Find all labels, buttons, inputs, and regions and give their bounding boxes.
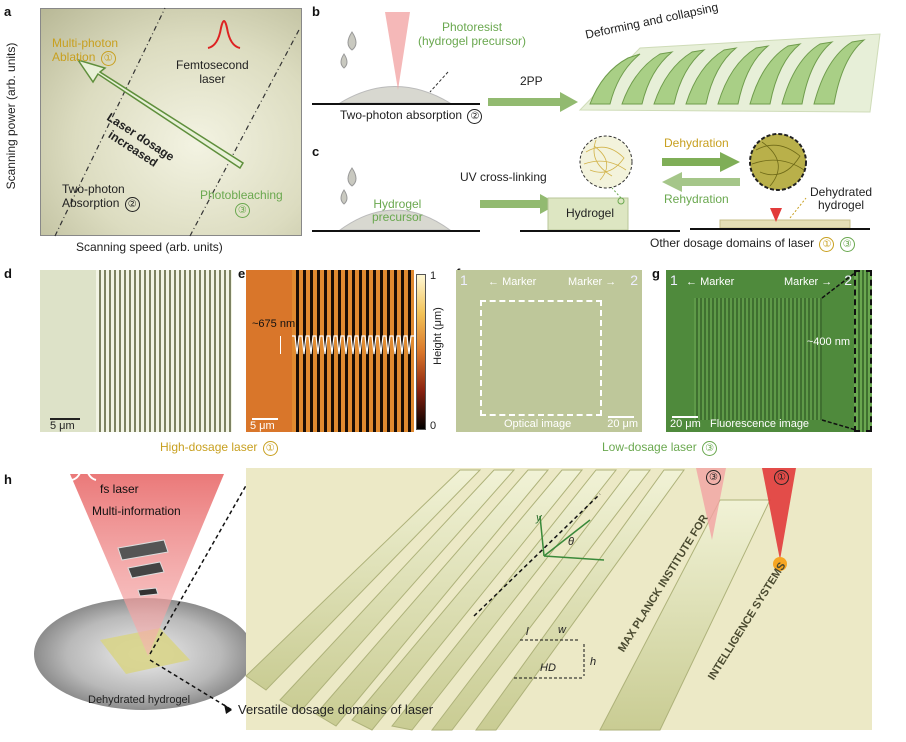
panel-b-label: b — [312, 4, 320, 19]
colorbar-max: 1 — [430, 270, 437, 282]
axis-y-label: y — [536, 512, 542, 524]
dim-hd: HD — [540, 662, 556, 674]
colorbar-min: 0 — [430, 420, 437, 432]
region-laser: Femtosecond laser — [176, 58, 249, 86]
panel-f-caption: Optical image — [504, 418, 572, 430]
marker-left-num-f: 1 — [460, 272, 468, 288]
deform-label: Deforming and collapsing — [584, 0, 720, 42]
panel-a-label: a — [4, 4, 12, 19]
panel-c-label: c — [312, 144, 320, 159]
panel-d-scale: 5 μm — [50, 420, 75, 432]
panel-g-label: g — [652, 266, 660, 281]
engraved-line-2: INTELLIGENCE SYSTEMS — [706, 560, 789, 683]
panel-f-scale: 20 μm — [607, 418, 638, 430]
colorbar — [416, 274, 426, 430]
panel-a-xlabel: Scanning speed (arb. units) — [76, 240, 223, 254]
panel-e-scale: 5 μm — [250, 420, 275, 432]
marker-left-num-g: 1 — [670, 272, 678, 288]
colorbar-label: Height (μm) — [432, 307, 444, 365]
panel-e-afm: 5 μm — [246, 270, 414, 432]
line-width-label: ~400 nm — [806, 336, 850, 348]
hydrogel-label: Hydrogel — [566, 206, 615, 220]
panel-f-image: 1 ← Marker Marker → 2 Optical image 20 μ… — [456, 270, 642, 432]
panel-e-label: e — [238, 266, 246, 281]
panel-a-ylabel: Scanning power (arb. units) — [4, 42, 18, 190]
panel-d-image: 5 μm — [40, 270, 232, 432]
fs-laser-label: fs laser — [100, 482, 139, 496]
panel-c-caption: Other dosage domains of laser ① ③ — [650, 236, 855, 252]
engraved-line-1: MAX PLANCK INSTITUTE FOR — [616, 512, 711, 655]
dehydrated-label: Dehydrated hydrogel — [810, 185, 873, 212]
marker-right-num-g: 2 — [844, 272, 852, 288]
marker-left-g: ← Marker — [686, 276, 735, 288]
beam-3-label: ③ — [704, 470, 721, 485]
afm-depth-label: ~675 nm — [252, 318, 296, 330]
dehydrated-hydrogel-label: Dehydrated hydrogel — [88, 694, 191, 706]
panel-g-image: 1 ← Marker Marker → 2 ~400 nm Fluorescen… — [666, 270, 872, 432]
rehydration-label: Rehydration — [664, 192, 729, 206]
multi-info-label: Multi-information — [92, 504, 181, 518]
region-absorption: Two-photon Absorption ② — [62, 182, 140, 212]
high-dosage-caption: High-dosage laser ① — [160, 440, 278, 456]
precursor-label: Hydrogel precursor — [372, 197, 423, 224]
panel-b-caption: Two-photon absorption ② — [340, 108, 483, 124]
panel-h-label: h — [4, 472, 12, 487]
photoresist-label: Photoresist (hydrogel precursor) — [418, 20, 527, 48]
region-bleaching: Photobleaching ③ — [200, 188, 283, 218]
marker-left-f: ← Marker — [488, 276, 537, 288]
panel-g-scale: 20 μm — [670, 418, 701, 430]
theta-label: θ — [568, 536, 574, 548]
low-dosage-caption: Low-dosage laser ③ — [602, 440, 718, 456]
afm-profile — [292, 335, 414, 355]
zoom-lines — [821, 271, 857, 431]
panel-g-caption: Fluorescence image — [710, 418, 810, 430]
region-ablation: Multi-photon Ablation ① — [52, 36, 119, 66]
dim-l: l — [526, 626, 529, 638]
marker-right-g: Marker → — [784, 276, 833, 288]
panel-d-label: d — [4, 266, 12, 281]
marker-right-num-f: 2 — [630, 272, 638, 288]
dim-w: w — [558, 624, 566, 636]
dim-h: h — [590, 656, 597, 668]
versatile-label: Versatile dosage domains of laser — [238, 702, 434, 717]
marker-right-f: Marker → — [568, 276, 617, 288]
write-region-box — [480, 300, 602, 416]
uv-label: UV cross-linking — [460, 170, 547, 184]
2pp-label: 2PP — [520, 74, 543, 88]
dehydration-label: Dehydration — [664, 136, 729, 150]
beam-1-label: ① — [772, 470, 789, 485]
